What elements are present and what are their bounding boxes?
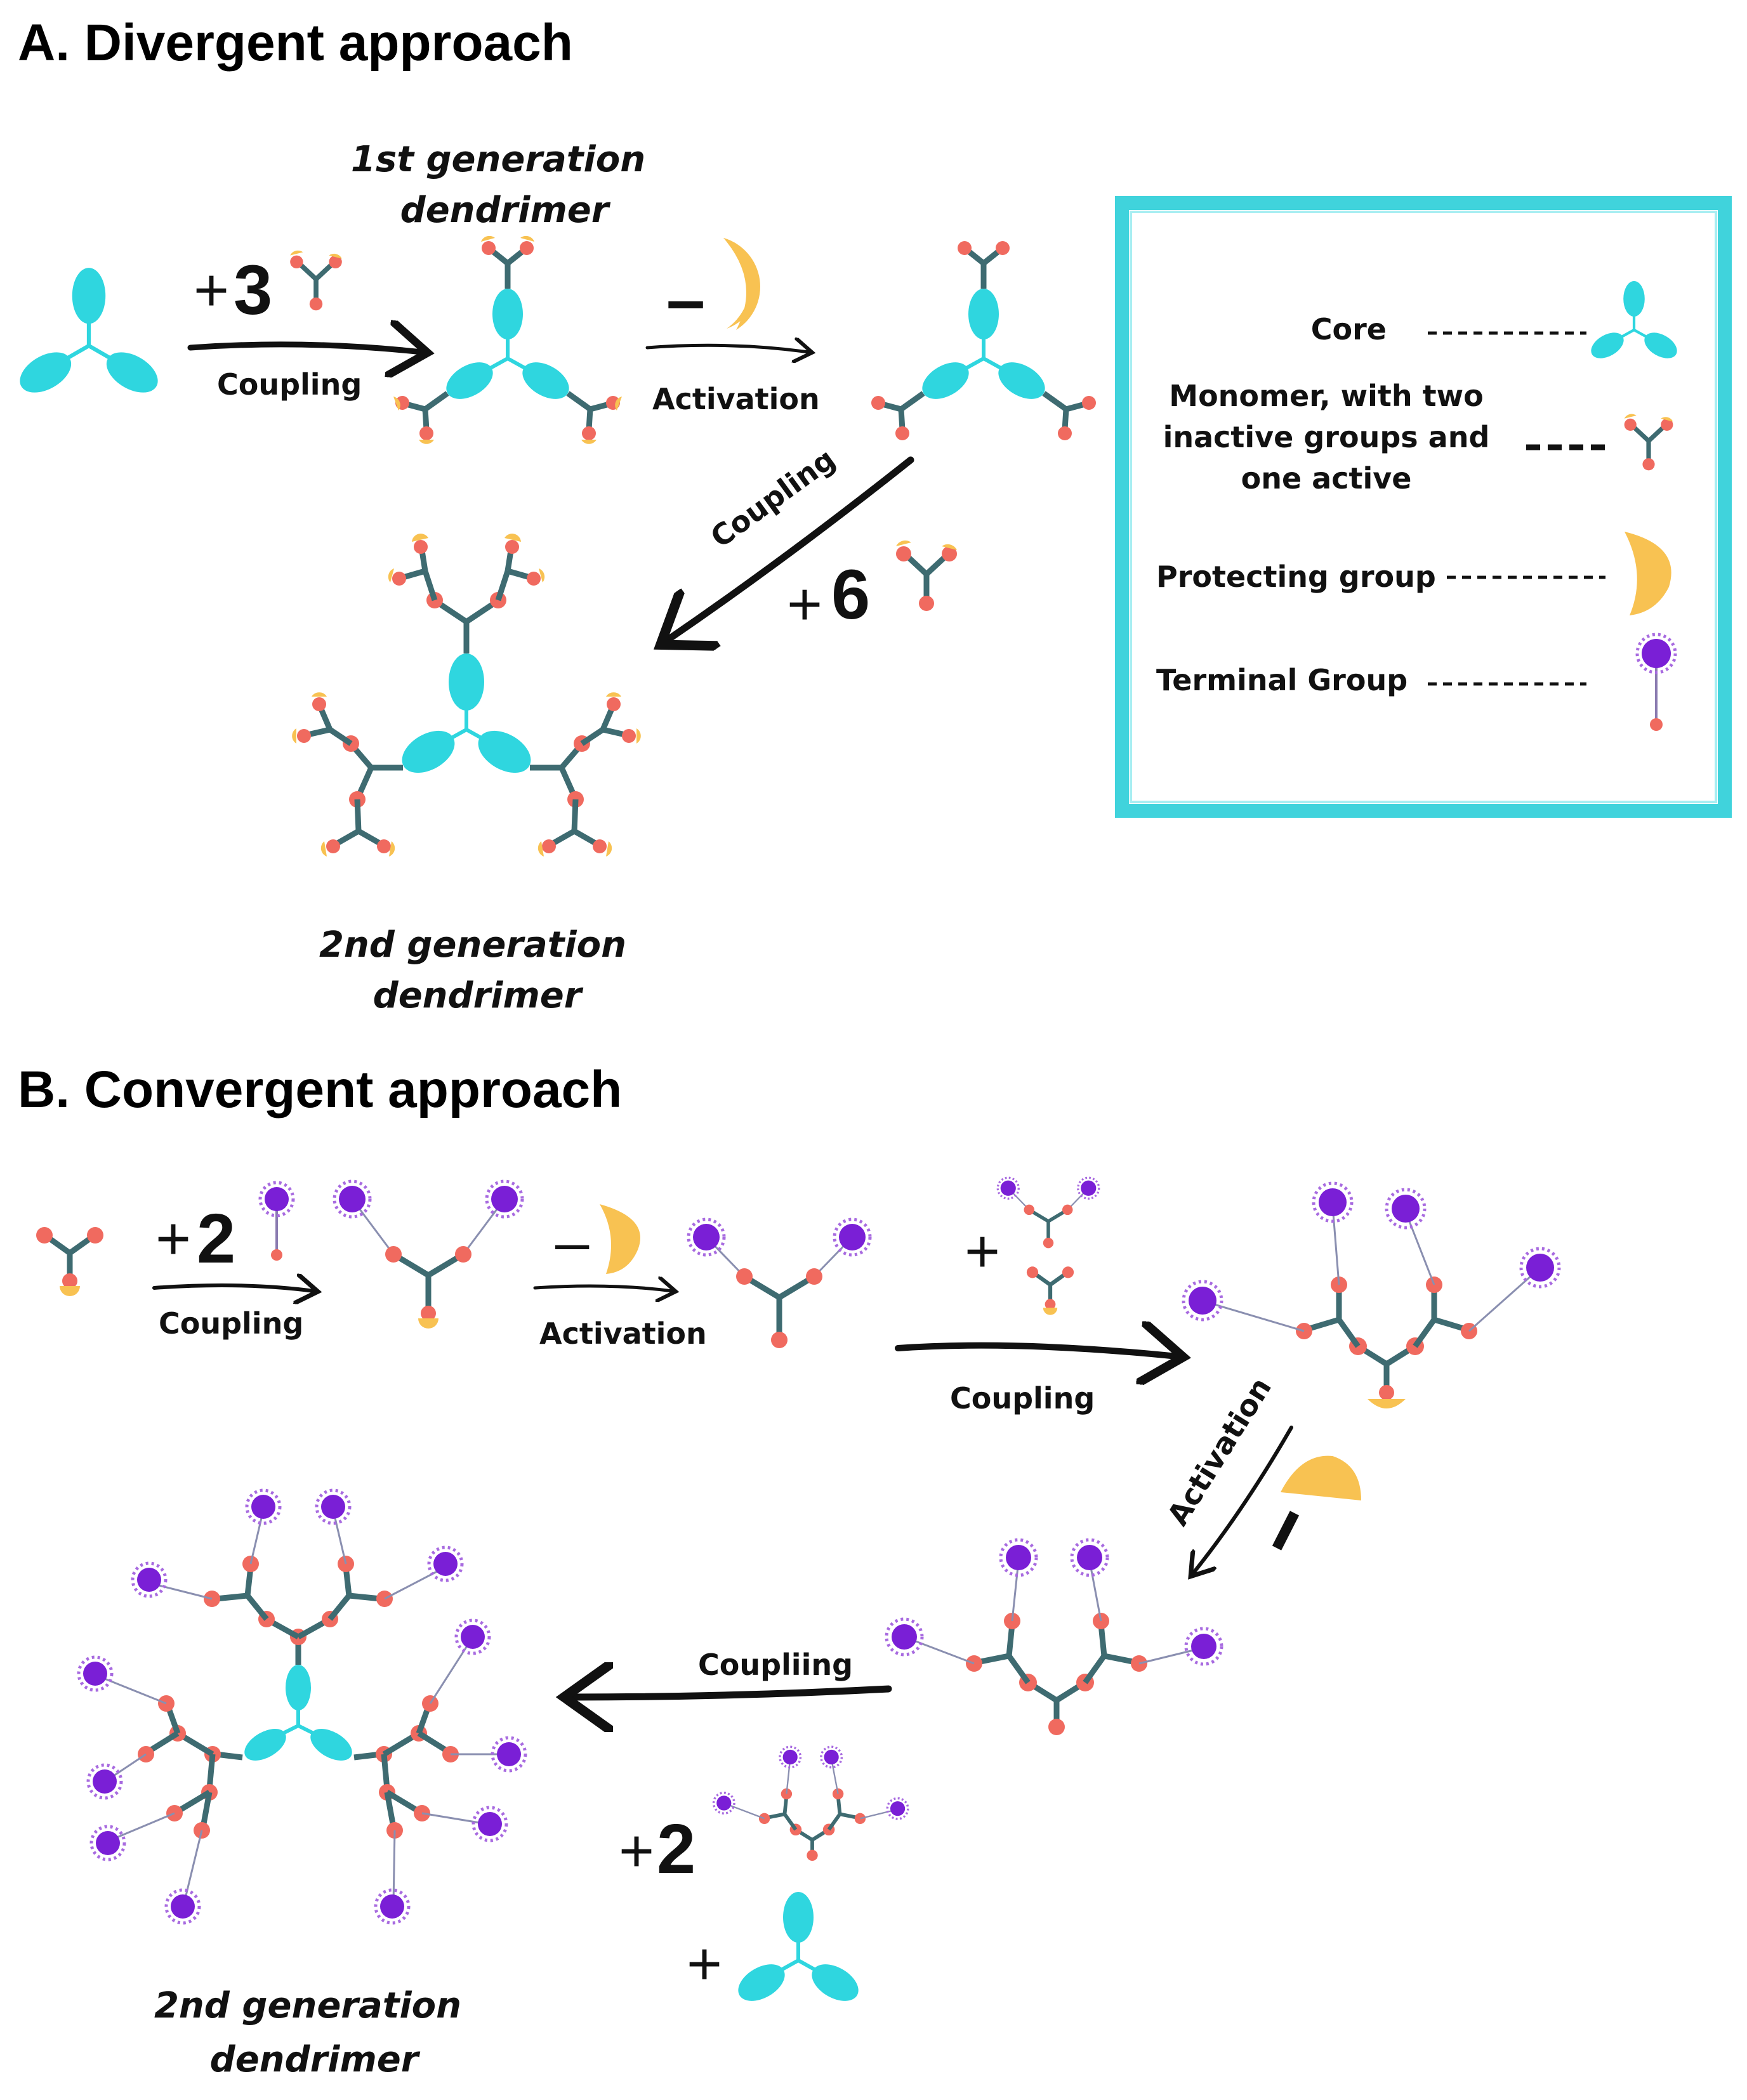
plus-core-op: + — [687, 1930, 722, 1998]
plus-two-b-num: 2 — [657, 1810, 696, 1888]
activated-dendron-g1 — [687, 1217, 872, 1348]
second-generation-dendrimer-a — [292, 534, 641, 856]
coupling-label-b2: Coupling — [950, 1381, 1095, 1415]
plus-three-num: 3 — [234, 251, 272, 329]
core-icon — [1591, 281, 1677, 358]
plus-two-op: + — [155, 1205, 191, 1273]
monomer-icon — [1026, 1266, 1074, 1315]
activated-dendron-g2 — [885, 1538, 1223, 1735]
minus-op-a: – — [666, 261, 705, 339]
activation-label-b2: Activation — [1161, 1372, 1279, 1532]
first-gen-label-line1: 1st generation — [351, 139, 645, 180]
monomer-icon — [290, 250, 342, 311]
plus-three-op: + — [194, 256, 229, 324]
second-gen-b-line1: 2nd generation — [154, 1985, 461, 2026]
first-gen-label-line2: dendrimer — [400, 190, 611, 231]
monomer-icon — [1624, 414, 1673, 471]
plus-six-op: + — [787, 570, 822, 638]
activated-first-generation — [871, 241, 1096, 440]
coupling-label-b3: Coupliing — [698, 1648, 853, 1682]
protected-dendron-g1 — [333, 1179, 524, 1329]
monomer-icon — [896, 540, 957, 611]
first-generation-dendrimer — [393, 235, 622, 444]
activation-arrow-a — [645, 345, 809, 352]
activation-label-b1: Activation — [539, 1316, 707, 1351]
second-generation-dendrimer-b — [77, 1488, 527, 1925]
legend-core-label: Core — [1311, 312, 1387, 346]
plus-two-num: 2 — [197, 1200, 235, 1278]
monomer-icon — [36, 1227, 103, 1296]
core-icon — [20, 268, 158, 393]
legend-monomer-line2: inactive groups and — [1163, 420, 1490, 454]
legend-protecting-label: Protecting group — [1156, 560, 1436, 594]
coupling-arrow-b1 — [152, 1285, 314, 1291]
second-gen-a-line2: dendrimer — [373, 975, 584, 1016]
activation-label-a: Activation — [652, 382, 820, 416]
protected-dendron-g2 — [1182, 1181, 1561, 1408]
second-gen-a-line1: 2nd generation — [319, 924, 626, 966]
plus-op-b: + — [965, 1217, 1000, 1285]
minus-sign-b2 — [1272, 1511, 1300, 1551]
section-a-title: A. Divergent approach — [18, 14, 573, 72]
terminal-group-icon — [1635, 633, 1677, 731]
terminal-group-icon — [258, 1181, 295, 1261]
protecting-group-icon — [1281, 1455, 1361, 1500]
legend-monomer-line1: Monomer, with two — [1169, 379, 1483, 413]
section-b-title: B. Convergent approach — [18, 1061, 622, 1119]
legend-terminal-label: Terminal Group — [1156, 663, 1407, 697]
second-gen-b-line2: dendrimer — [210, 2039, 421, 2080]
plus-two-b-op: + — [619, 1817, 654, 1885]
coupling-arrow-a1 — [187, 345, 422, 352]
coupling-arrow-a2 — [666, 456, 914, 641]
small-dendron-icon — [996, 1176, 1100, 1249]
coupling-label-b1: Coupling — [159, 1306, 303, 1341]
plus-six-num: 6 — [831, 556, 870, 634]
coupling-arrow-b2 — [895, 1346, 1177, 1356]
core-icon — [738, 1892, 859, 2001]
coupling-label-a1: Coupling — [217, 367, 362, 402]
protecting-group-icon — [600, 1204, 640, 1274]
legend-monomer-line3: one active — [1241, 461, 1412, 495]
coupling-label-a2: Coupling — [704, 442, 841, 555]
small-dendron-g2-icon — [712, 1745, 909, 1861]
coupling-arrow-b3 — [571, 1689, 892, 1697]
legend-box: Core Monomer, with two inactive groups a… — [1115, 196, 1732, 818]
minus-op-b: – — [555, 1208, 590, 1276]
activation-arrow-b1 — [533, 1286, 673, 1291]
activation-arrow-b2 — [1193, 1426, 1293, 1573]
